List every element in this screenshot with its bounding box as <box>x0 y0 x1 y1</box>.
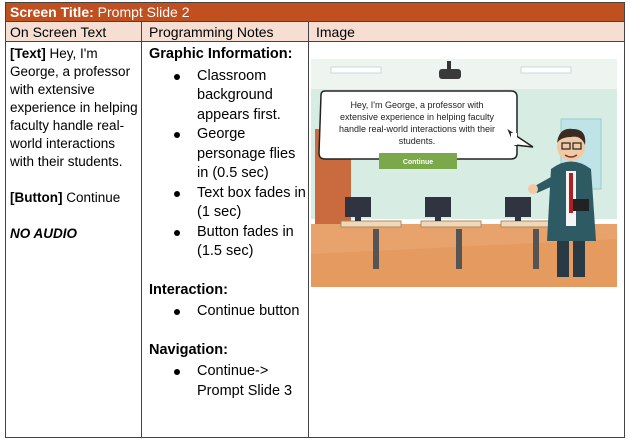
column-divider <box>141 22 142 438</box>
text-entry: [Text] Hey, I'm George, a professor with… <box>10 45 140 171</box>
on-screen-text-cell: [Text] Hey, I'm George, a professor with… <box>10 45 140 261</box>
programming-notes-cell: Graphic Information: Classroom backgroun… <box>149 45 309 420</box>
screen-title-label: Screen Title: <box>10 4 94 20</box>
ceiling-light <box>520 66 572 74</box>
graphic-info-header: Graphic Information: <box>149 46 293 62</box>
header-image: Image <box>316 24 355 40</box>
navigation-list: Continue-> Prompt Slide 3 <box>149 362 309 401</box>
speech-bubble: Hey, I'm George, a professor with extens… <box>318 90 534 160</box>
list-item: George personage flies in (0.5 sec) <box>149 125 309 184</box>
list-item: Continue-> Prompt Slide 3 <box>149 362 309 401</box>
list-item: Classroom background appears first. <box>149 67 309 126</box>
bubble-line: handle real-world interactions with thei… <box>339 124 495 134</box>
ceiling <box>311 59 617 89</box>
button-body: Continue <box>62 190 121 205</box>
header-on-screen-text: On Screen Text <box>10 24 107 40</box>
continue-button[interactable]: Continue <box>379 153 457 169</box>
classroom-illustration: Hey, I'm George, a professor with extens… <box>311 59 617 287</box>
screen-title-bar: Screen Title: Prompt Slide 2 <box>6 3 624 22</box>
navigation-header: Navigation: <box>149 341 228 358</box>
text-body: Hey, I'm George, a professor with extens… <box>10 46 138 169</box>
audio-note: NO AUDIO <box>10 226 77 241</box>
interaction-list: Continue button <box>149 302 309 322</box>
button-entry: [Button] Continue <box>10 189 140 207</box>
header-programming-notes: Programming Notes <box>149 24 274 40</box>
graphic-info-list: Classroom background appears first. Geor… <box>149 67 309 262</box>
button-tag: [Button] <box>10 190 63 205</box>
column-header-row: On Screen Text Programming Notes Image <box>6 22 624 42</box>
list-item: Button fades in (1.5 sec) <box>149 223 309 262</box>
desk-row <box>340 197 552 269</box>
interaction-header: Interaction: <box>149 281 228 298</box>
bubble-line: Hey, I'm George, a professor with <box>350 100 483 110</box>
column-divider <box>308 22 309 438</box>
bubble-line: extensive experience in helping faculty <box>340 112 495 122</box>
list-item: Text box fades in (1 sec) <box>149 184 309 223</box>
screen-title-value: Prompt Slide 2 <box>97 4 190 20</box>
text-tag: [Text] <box>10 46 46 61</box>
projector-icon <box>439 69 461 79</box>
professor-character <box>528 128 596 277</box>
ceiling-light <box>330 66 382 74</box>
projector-mount <box>447 61 451 69</box>
slide-preview-image: Hey, I'm George, a professor with extens… <box>311 59 617 287</box>
list-item: Continue button <box>149 302 309 322</box>
continue-button-label: Continue <box>403 159 433 166</box>
bubble-line: students. <box>399 136 436 146</box>
